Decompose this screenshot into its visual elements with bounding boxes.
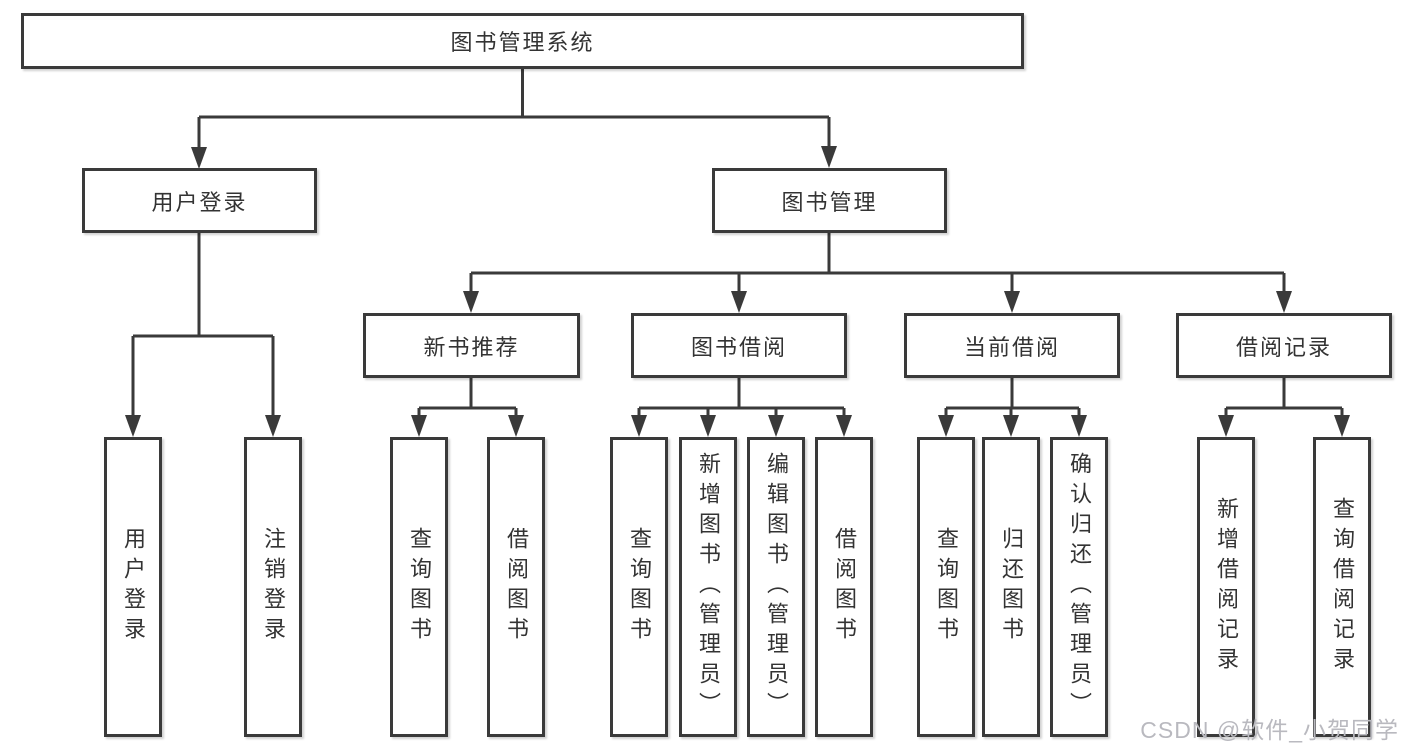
connector-borrow-to-leaves	[637, 378, 846, 416]
node-label: 新增借阅记录	[1214, 497, 1239, 677]
leaf-user-login: 用户登录	[104, 437, 162, 737]
arrowhead	[1071, 415, 1087, 437]
node-label: 借阅记录	[1235, 334, 1332, 360]
arrowhead	[1004, 291, 1020, 313]
node-current-borrowing: 当前借阅	[904, 313, 1120, 378]
node-root-library-management-system: 图书管理系统	[21, 13, 1024, 69]
arrowheads	[125, 146, 1350, 437]
arrowhead	[508, 415, 524, 437]
connector-bookmgmt-to-level3	[469, 233, 1286, 292]
connector-root-to-level2	[197, 69, 831, 148]
leaf-borrow-books-borrowing: 借阅图书	[815, 437, 873, 737]
node-label: 注销登录	[261, 527, 286, 647]
arrowhead	[821, 146, 837, 168]
arrowhead	[1003, 415, 1019, 437]
csdn-watermark: CSDN @软件_小贺同学	[1140, 717, 1399, 743]
node-label: 查询借阅记录	[1330, 497, 1355, 677]
node-label: 借阅图书	[504, 527, 529, 647]
node-label: 图书借阅	[690, 334, 787, 360]
node-label: 用户登录	[121, 527, 146, 647]
node-label: 新增图书（管理员）	[696, 452, 721, 722]
arrowhead	[700, 415, 716, 437]
arrowhead	[1218, 415, 1234, 437]
node-label: 图书管理系统	[450, 30, 595, 55]
leaf-confirm-return-admin: 确认归还（管理员）	[1050, 437, 1108, 737]
leaf-logout: 注销登录	[244, 437, 302, 737]
leaf-edit-books-admin: 编辑图书（管理员）	[747, 437, 805, 737]
leaf-add-books-admin: 新增图书（管理员）	[679, 437, 737, 737]
arrowhead	[463, 291, 479, 313]
arrowhead	[938, 415, 954, 437]
connector-newbook-to-leaves	[417, 378, 518, 416]
node-new-book-recommendation: 新书推荐	[363, 313, 580, 378]
leaf-add-borrow-record: 新增借阅记录	[1197, 437, 1255, 737]
arrowhead	[836, 415, 852, 437]
leaf-search-borrow-record: 查询借阅记录	[1313, 437, 1371, 737]
connector-userlogin-to-leaves	[131, 233, 275, 416]
leaf-search-books-current: 查询图书	[917, 437, 975, 737]
arrowhead	[125, 415, 141, 437]
arrowhead	[1276, 291, 1292, 313]
arrowhead	[631, 415, 647, 437]
leaf-search-books-borrowing: 查询图书	[610, 437, 668, 737]
node-label: 查询图书	[934, 527, 959, 647]
arrowhead	[731, 291, 747, 313]
node-book-management: 图书管理	[712, 168, 947, 233]
node-label: 当前借阅	[963, 334, 1060, 360]
node-label: 归还图书	[999, 527, 1024, 647]
arrowhead	[1334, 415, 1350, 437]
node-label: 确认归还（管理员）	[1067, 452, 1092, 722]
node-label: 图书管理	[781, 189, 878, 215]
node-book-borrowing: 图书借阅	[631, 313, 847, 378]
node-label: 查询图书	[407, 527, 432, 647]
node-label: 编辑图书（管理员）	[764, 452, 789, 722]
node-label: 查询图书	[627, 527, 652, 647]
arrowhead	[265, 415, 281, 437]
connector-current-to-leaves	[944, 378, 1081, 416]
leaf-return-books: 归还图书	[982, 437, 1040, 737]
node-borrowing-records: 借阅记录	[1176, 313, 1392, 378]
node-label: 用户登录	[151, 189, 248, 215]
arrowhead	[411, 415, 427, 437]
arrowhead	[768, 415, 784, 437]
connector-records-to-leaves	[1224, 378, 1344, 416]
leaf-borrow-books-newbook: 借阅图书	[487, 437, 545, 737]
arrowhead	[191, 147, 207, 169]
node-label: 新书推荐	[423, 334, 520, 360]
leaf-search-books-newbook: 查询图书	[390, 437, 448, 737]
node-user-login: 用户登录	[82, 168, 317, 233]
node-label: 借阅图书	[832, 527, 857, 647]
